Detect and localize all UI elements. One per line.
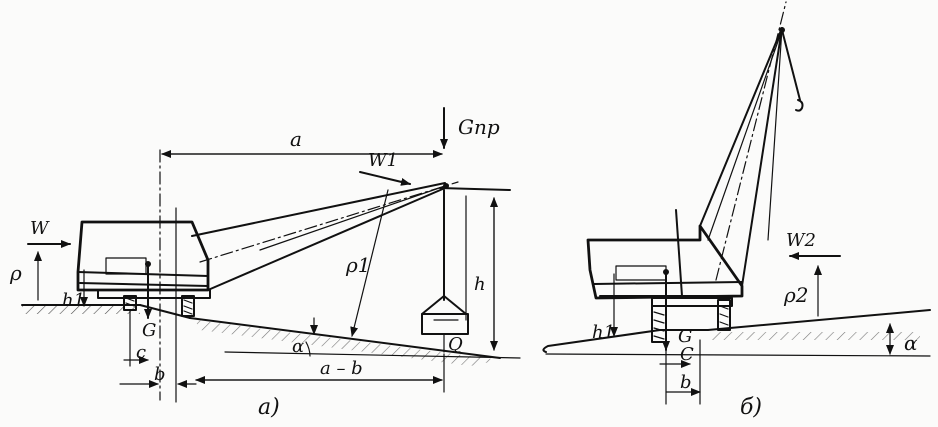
- dim-rho1: [350, 189, 389, 337]
- label-w2: W2: [786, 230, 816, 251]
- label-alpha-a: α: [292, 336, 304, 357]
- label-rho1: ρ1: [345, 253, 370, 277]
- label-h1-b: h1: [592, 322, 615, 343]
- label-c-a: c: [136, 342, 146, 363]
- boom-b: [699, 1, 804, 287]
- diagram-a: Gпр a W1 ρ1 h W ρ h1 G c: [9, 107, 521, 420]
- label-w: W: [30, 218, 50, 239]
- label-rho: ρ: [9, 261, 22, 285]
- ground-b: [542, 309, 931, 357]
- label-q: Q: [448, 334, 463, 355]
- crane-body-a: [76, 220, 210, 292]
- label-g-b: G: [678, 326, 692, 347]
- angle-alpha-a: [305, 341, 311, 357]
- caption-a: а): [258, 395, 280, 420]
- label-a: a: [290, 127, 302, 151]
- label-g-a: G: [142, 320, 156, 341]
- label-rho2: ρ2: [783, 283, 808, 307]
- tracks-b: [651, 297, 733, 343]
- label-alpha-b: α: [904, 331, 918, 355]
- label-gpr: Gпр: [458, 115, 500, 139]
- hook-load-a: [421, 189, 469, 353]
- label-b-b: b: [680, 372, 692, 393]
- label-h1-a: h1: [62, 290, 85, 311]
- label-c-b: C: [680, 344, 694, 365]
- label-w1: W1: [368, 150, 398, 171]
- caption-b: б): [740, 395, 762, 420]
- label-a-minus-b: a – b: [320, 358, 363, 379]
- tracks-a: [97, 289, 211, 317]
- wind-arrow-w1: [359, 171, 411, 186]
- label-b-a: b: [154, 364, 166, 385]
- crane-body-b: [586, 209, 744, 300]
- label-h: h: [474, 274, 486, 295]
- boom-a: [191, 181, 511, 291]
- diagram-b: W2 ρ2 h1 G C b α б): [542, 1, 931, 420]
